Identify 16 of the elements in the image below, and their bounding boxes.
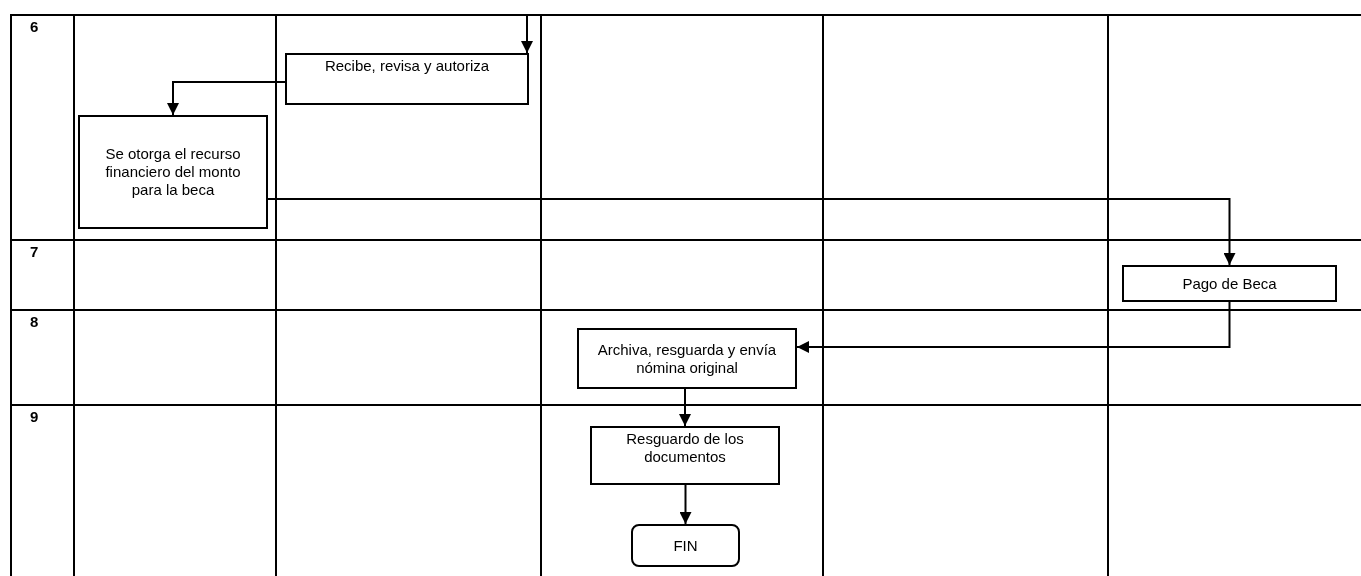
arrow (679, 388, 691, 427)
arrow (167, 81, 286, 116)
arrow (679, 484, 692, 525)
row-number: 6 (30, 18, 39, 35)
process-box: Pago de Beca (1122, 265, 1337, 302)
process-box: Recibe, revisa y autoriza (285, 53, 529, 105)
row-number: 8 (30, 313, 39, 330)
row-number: 7 (30, 243, 39, 260)
arrow (267, 198, 1236, 266)
process-box: Archiva, resguarda y envía nómina original (577, 328, 797, 389)
terminal-box: FIN (631, 524, 740, 567)
arrow (796, 301, 1231, 353)
process-box: Resguardo de los documentos (590, 426, 780, 485)
process-box: Se otorga el recurso financiero del monto para la beca (78, 115, 268, 229)
row-number: 9 (30, 408, 39, 425)
arrow (521, 13, 533, 54)
